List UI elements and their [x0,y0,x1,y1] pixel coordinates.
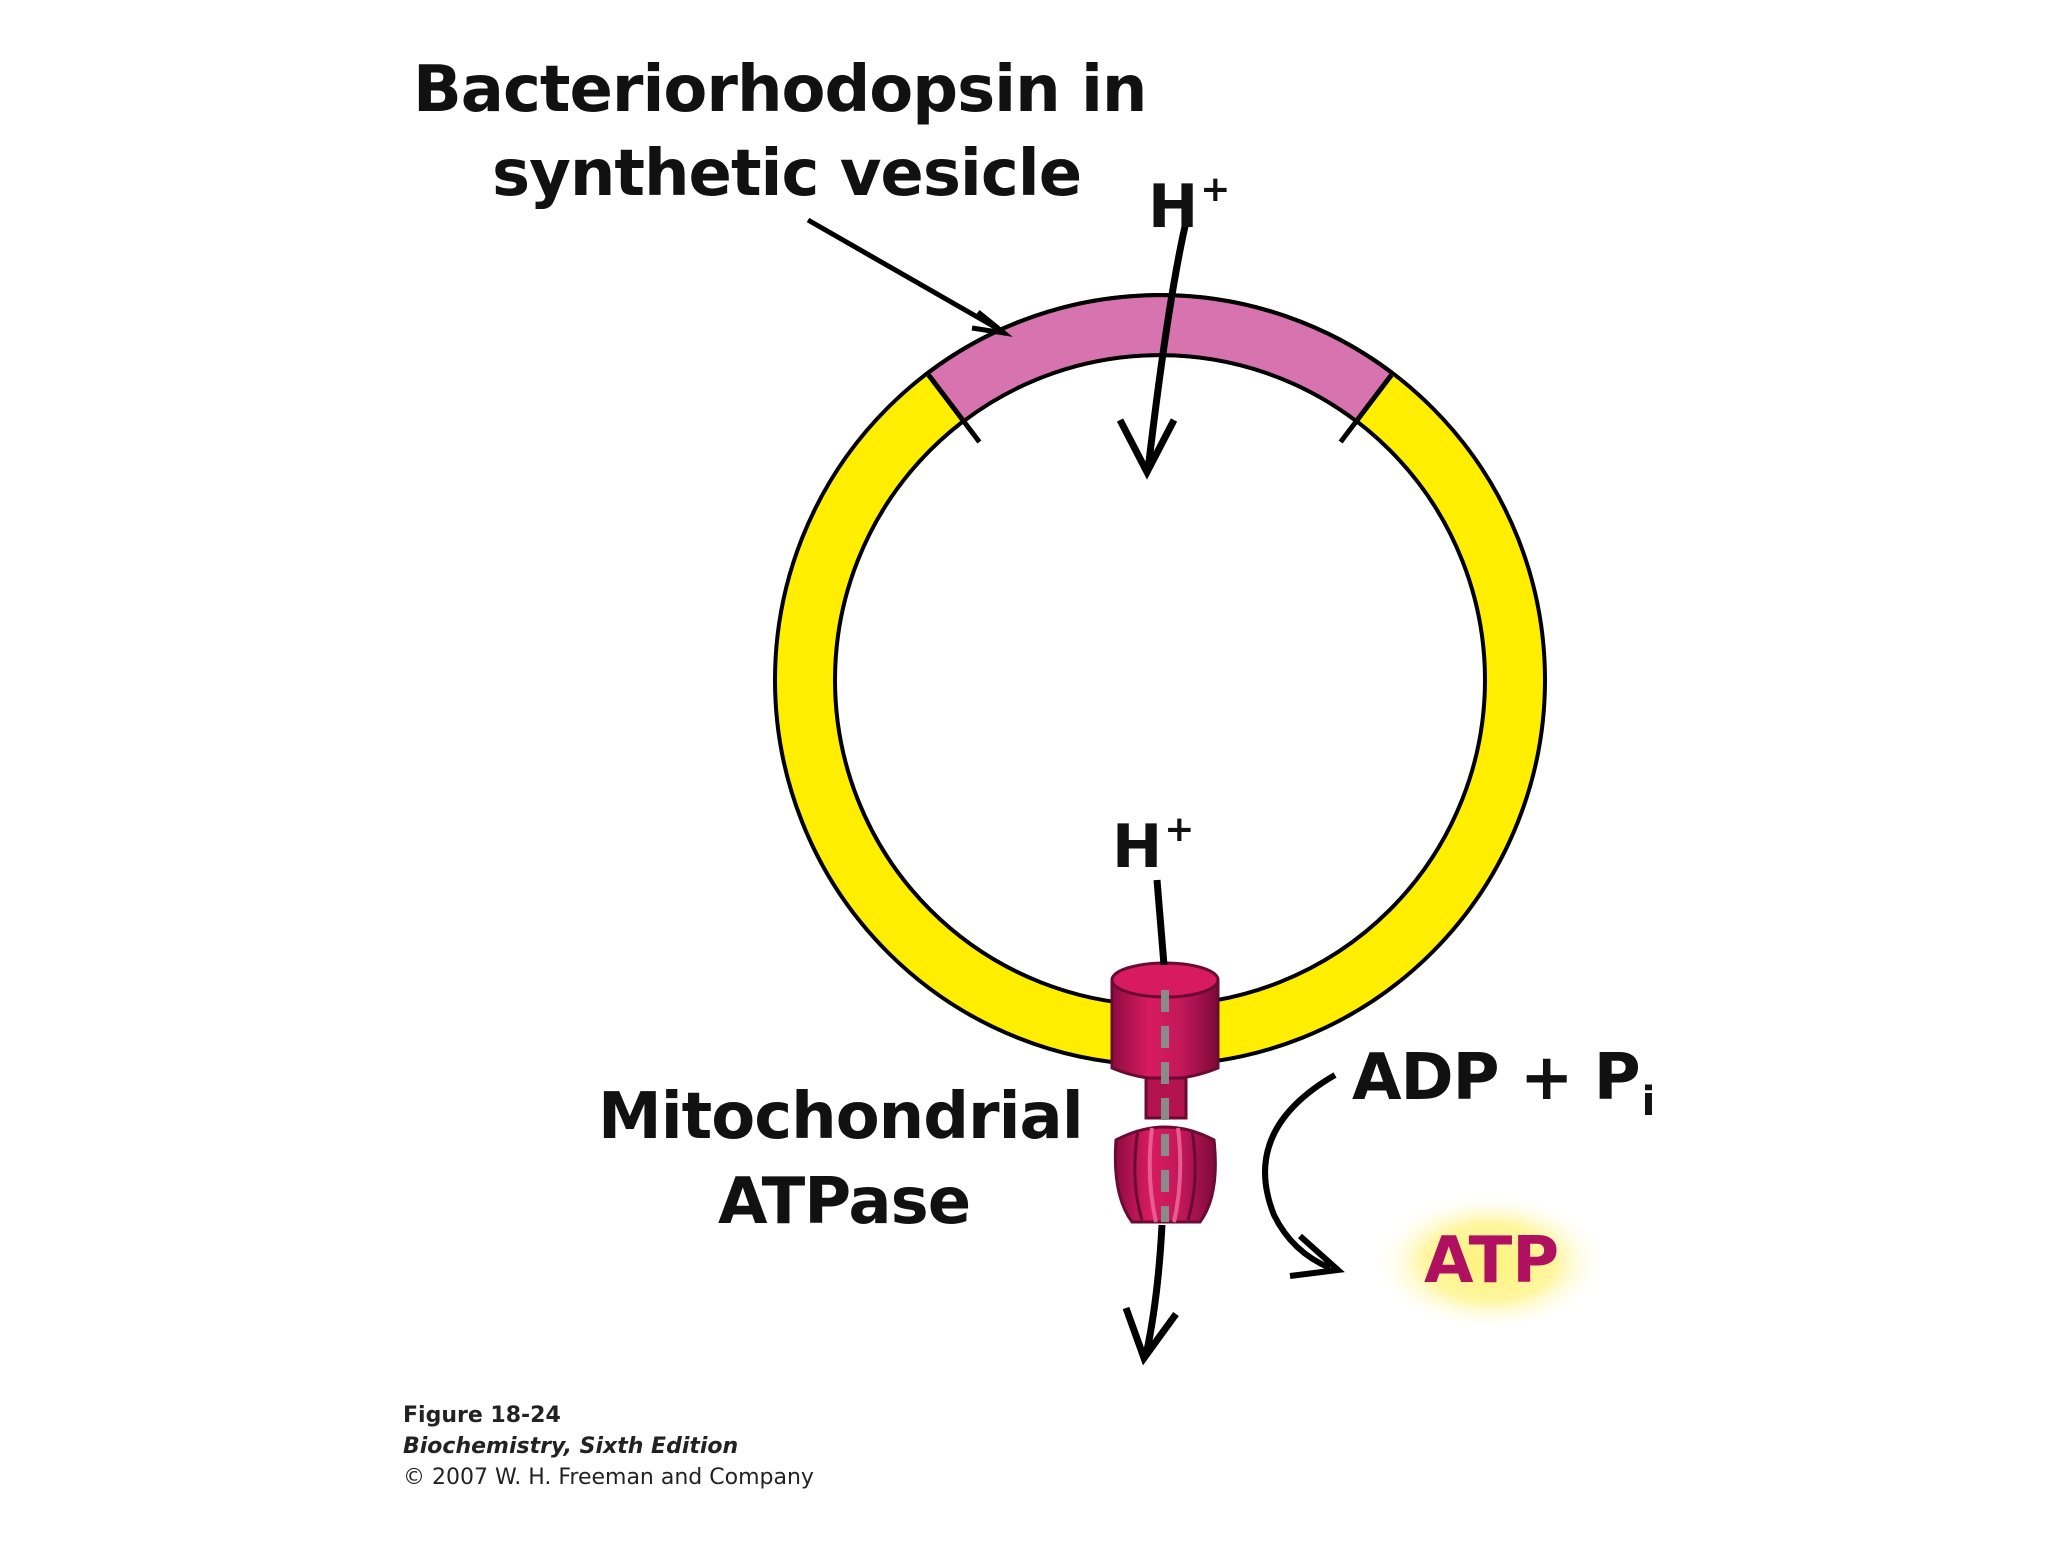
vesicle-label-line1: Bacteriorhodopsin in [413,48,1146,132]
adp-pi-label: ADP + Pi [1352,1036,1654,1144]
caption-copyright: © 2007 W. H. Freeman and Company [403,1462,814,1493]
figure-caption: Figure 18-24 Biochemistry, Sixth Edition… [403,1400,814,1493]
proton-top-charge: + [1200,169,1230,210]
caption-book-title: Biochemistry, Sixth Edition [403,1431,814,1462]
proton-top-label: H+ [1148,160,1230,237]
proton-bottom-text: H [1112,812,1162,882]
proton-bottom-label: H+ [1112,800,1194,877]
proton-bottom-charge: + [1164,809,1194,850]
caption-figure-number: Figure 18-24 [403,1400,814,1431]
proton-top-text: H [1148,172,1198,242]
adp-pi-text: ADP + P [1352,1041,1640,1115]
mitochondrial-atpase [1112,963,1218,1222]
reaction-arrow [1265,1075,1338,1276]
atp-label: ATP [1424,1226,1559,1296]
atpase-label-line1: Mitochondrial [598,1075,1083,1159]
atpase-label-line2: ATPase [718,1160,970,1244]
bacteriorhodopsin-pointer-arrow [808,220,1004,333]
pi-subscript: i [1642,1079,1655,1125]
vesicle-label-line2: synthetic vesicle [492,132,1081,216]
